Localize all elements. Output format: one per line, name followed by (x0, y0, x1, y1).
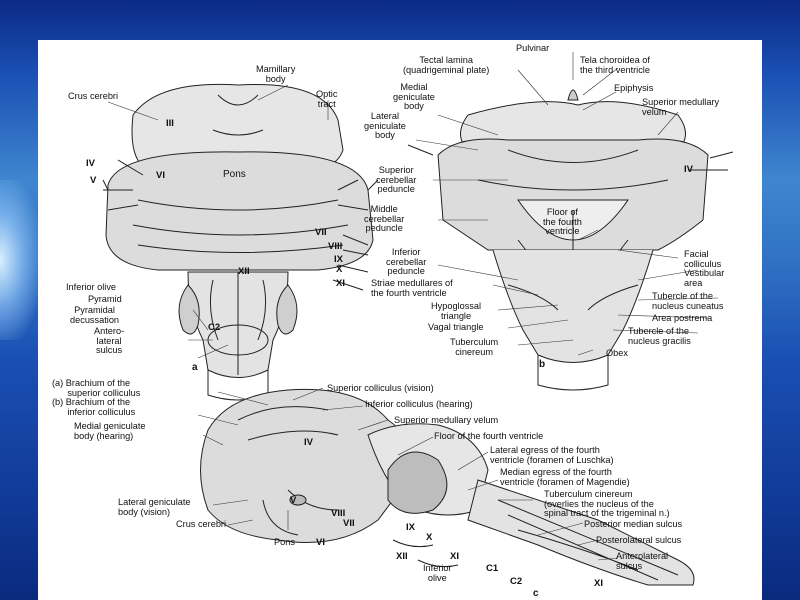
label-crus-cerebri-a: Crus cerebri (68, 91, 119, 101)
numeral-a-ix: IX (334, 254, 343, 265)
label-vestibular-area: Vestibular area (684, 268, 725, 288)
numeral-a-xi: XI (336, 278, 345, 289)
numeral-c-iv: IV (304, 437, 313, 448)
label-inferior-olive-a: Inferior olive (66, 282, 117, 292)
label-median-egress: Median egress of the fourth ventricle (f… (500, 467, 630, 487)
numeral-a-viii: VIII (328, 241, 343, 252)
numeral-a-xii: XII (238, 266, 250, 277)
numeral-b-iv: IV (684, 164, 693, 175)
label-pyramidal-decussation: Pyramidal decussation (70, 305, 120, 325)
numeral-c-viii: VIII (331, 508, 346, 519)
label-pons-c: Pons (274, 537, 295, 547)
figure-c-drawing (200, 388, 695, 586)
numeral-c-x: X (426, 532, 433, 543)
numeral-c-c1: C1 (486, 563, 499, 574)
label-lateral-geniculate-b: Lateral geniculate body (364, 111, 406, 141)
label-tubercle-cuneatus: Tubercle of the nucleus cuneatus (652, 291, 724, 311)
label-superior-medullary-velum-b: Superior medullary velum (642, 97, 720, 117)
label-facial-colliculus: Facial colliculus (684, 249, 722, 269)
label-floor-fourth-ventricle-c: Floor of the fourth ventricle (434, 431, 544, 441)
label-tubercle-gracilis: Tubercle of the nucleus gracilis (628, 326, 691, 346)
numeral-a-x: X (336, 264, 343, 275)
label-anterolateral-sulcus-c: Anterolateral sulcus (616, 551, 669, 571)
numeral-c-xii: XII (396, 551, 408, 562)
label-posterior-median-sulcus: Posterior median sulcus (584, 519, 683, 529)
label-middle-cerebellar-peduncle: Middle cerebellar peduncle (364, 204, 405, 234)
label-medial-geniculate-b: Medial geniculate body (393, 82, 435, 112)
numeral-a-v: V (90, 175, 97, 186)
label-crus-cerebri-c: Crus cerebri (176, 519, 227, 529)
figure-a-drawing (102, 83, 379, 401)
label-tuberculum-cinereum-c: Tuberculum cinereum (overlies the nucleu… (544, 489, 670, 519)
label-inferior-cerebellar-peduncle: Inferior cerebellar peduncle (386, 247, 427, 277)
label-optic-tract: Optic tract (316, 89, 338, 109)
numeral-c-vi: VI (316, 537, 325, 548)
label-pyramid: Pyramid (88, 294, 122, 304)
label-tuberculum-cinereum-b: Tuberculum cinereum (450, 337, 499, 357)
label-tectal-lamina: Tectal lamina (quadrigeminal plate) (403, 55, 490, 75)
label-pulvinar: Pulvinar (516, 43, 550, 53)
label-posterolateral-sulcus: Posterolateral sulcus (596, 535, 682, 545)
numeral-c-xi-lower: XI (594, 578, 603, 589)
label-hypoglossal-triangle: Hypoglossal triangle (431, 301, 482, 321)
numeral-a-iii: III (166, 118, 174, 129)
label-superior-colliculus: Superior colliculus (vision) (327, 383, 434, 393)
label-inferior-olive-c: Inferior olive (423, 563, 452, 583)
label-lateral-egress: Lateral egress of the fourth ventricle (… (490, 445, 614, 465)
label-striae-medullares: Striae medullares of the fourth ventricl… (371, 278, 453, 298)
numeral-c-c2: C2 (510, 576, 523, 587)
numeral-a-vi: VI (156, 170, 165, 181)
label-mamillary-body: Mamillary body (256, 64, 296, 84)
label-vagal-triangle: Vagal triangle (428, 322, 484, 332)
numeral-a-c2: C2 (208, 322, 221, 333)
numeral-a-iv: IV (86, 158, 95, 169)
label-superior-cerebellar-peduncle: Superior cerebellar peduncle (376, 165, 417, 195)
numeral-a-vii: VII (315, 227, 327, 238)
numeral-c-vii: VII (343, 518, 355, 529)
label-brachium: (a) Brachium of the superior colliculus … (52, 378, 141, 417)
figure-b-letter: b (539, 359, 546, 370)
label-area-postrema: Area postrema (652, 313, 713, 323)
figure-b-drawing (407, 89, 734, 391)
label-anterolateral-sulcus-a: Antero- lateral sulcus (94, 326, 125, 356)
background-glow (0, 180, 40, 340)
figure-a-letter: a (192, 362, 198, 373)
leader-lines (107, 52, 719, 561)
numeral-c-v: V (290, 495, 297, 506)
label-pons-a: Pons (223, 169, 246, 180)
label-floor-fourth-ventricle-b: Floor of the fourth ventricle (543, 207, 582, 237)
label-obex: Obex (606, 348, 628, 358)
label-medial-geniculate-c: Medial geniculate body (hearing) (74, 421, 146, 441)
slide: Mamillary body Crus cerebri Optic tract … (38, 40, 762, 600)
figure-c-letter: c (533, 588, 539, 599)
label-tela-choroidea: Tela choroidea of the third ventricle (580, 55, 650, 75)
label-inferior-colliculus: Inferior colliculus (hearing) (365, 399, 473, 409)
label-epiphysis: Epiphysis (614, 83, 654, 93)
numeral-c-xi: XI (450, 551, 459, 562)
label-lateral-geniculate-c: Lateral geniculate body (vision) (118, 497, 191, 517)
label-superior-medullary-velum-c: Superior medullary velum (394, 415, 499, 425)
numeral-c-ix: IX (406, 522, 415, 533)
brainstem-illustration (102, 52, 734, 586)
